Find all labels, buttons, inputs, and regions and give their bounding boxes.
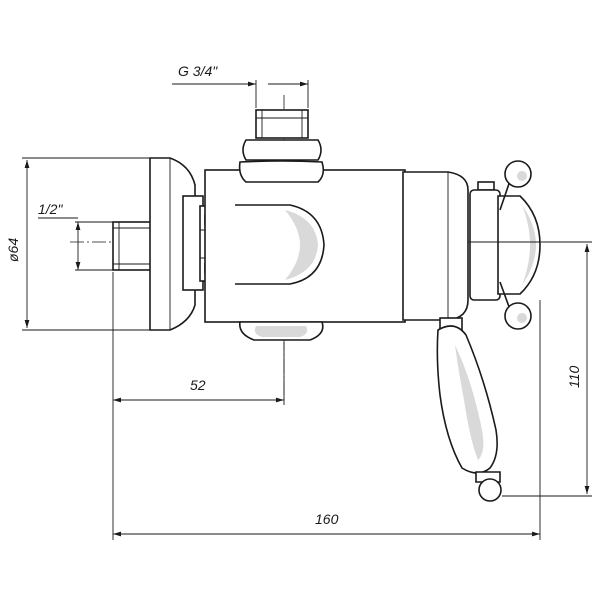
bottom-outlet xyxy=(238,321,324,341)
lever-handle xyxy=(436,317,502,502)
body-end-cap xyxy=(402,171,469,321)
dim-thread-left: 1/2" xyxy=(38,201,113,271)
wall-flange xyxy=(149,157,204,331)
lever-tip-knob xyxy=(478,478,502,502)
outlet-collar xyxy=(238,160,325,183)
nipple-body xyxy=(112,221,154,271)
depth-label: 52 xyxy=(190,377,206,393)
dim-thread-top: G 3/4" xyxy=(172,63,309,108)
dim-flange-diameter: ø64 xyxy=(5,157,150,331)
thread-top-label: G 3/4" xyxy=(178,63,218,79)
handle-stem xyxy=(469,189,501,301)
bore-shading xyxy=(285,210,318,280)
lower-knob-highlight xyxy=(517,313,527,323)
outlet-nut xyxy=(242,139,322,161)
cross-handle xyxy=(469,160,541,330)
dim-depth: 52 xyxy=(112,272,285,405)
upper-knob-highlight xyxy=(517,171,527,181)
mixer-body xyxy=(204,169,469,323)
bottom-shading xyxy=(254,326,308,337)
dim-handle-height: 110 xyxy=(470,241,592,497)
overall-length-label: 160 xyxy=(315,511,339,527)
inlet-nipple xyxy=(112,221,154,271)
top-outlet xyxy=(238,109,325,183)
handle-height-label: 110 xyxy=(566,365,582,388)
flange-diameter-label: ø64 xyxy=(5,238,21,262)
grip-shading xyxy=(455,345,484,460)
dim-overall-length: 160 xyxy=(112,300,541,540)
outlet-thread xyxy=(255,109,309,139)
thread-left-label: 1/2" xyxy=(38,201,63,217)
dome-shading xyxy=(522,205,536,285)
handle-pin xyxy=(477,181,495,191)
